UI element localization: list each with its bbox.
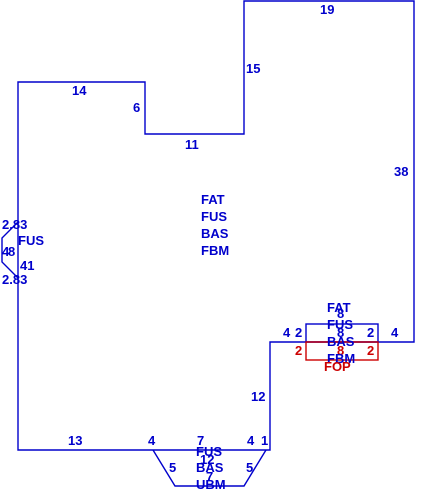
porch-area-label-3: BAS — [327, 334, 355, 349]
dim-bay-left-5: 5 — [169, 460, 176, 475]
dim-bay-1: 1 — [261, 433, 268, 448]
left-bay-outline — [1, 221, 19, 279]
dim-porch-right: 2 — [367, 343, 374, 358]
dim-left-8: 8 — [8, 244, 15, 259]
dim-top: 19 — [320, 2, 334, 17]
dim-porch-left: 2 — [295, 343, 302, 358]
dim-bay-12: 12 — [200, 452, 214, 467]
dim-notch-top-left: 4 — [283, 325, 291, 340]
dim-left-4: 4 — [2, 244, 10, 259]
dim-step-horizontal: 11 — [185, 137, 199, 152]
porch-name-label: FOP — [324, 359, 351, 374]
main-area-label-2: FUS — [201, 209, 227, 224]
dim-bottom-left: 13 — [68, 433, 82, 448]
dim-notch-right-2: 4 — [391, 325, 399, 340]
dim-notch-right-1: 2 — [367, 325, 374, 340]
dim-step-vertical: 6 — [133, 100, 140, 115]
dim-bay-left-4: 4 — [148, 433, 156, 448]
dim-inner-vertical: 12 — [251, 389, 265, 404]
bottom-bay-outline — [152, 449, 267, 487]
porch-area-label-2: FUS — [327, 317, 353, 332]
porch-area-label-1: FAT — [327, 300, 351, 315]
bottom-bay-label-3: UBM — [196, 477, 226, 490]
bottom-bay-label-1: FUS — [196, 444, 222, 459]
dim-bay-right-5: 5 — [246, 460, 253, 475]
dim-bay-right-4: 4 — [247, 433, 255, 448]
dim-upper-left-wall: 15 — [246, 61, 260, 76]
left-bay-label: FUS — [18, 233, 44, 248]
main-area-label-1: FAT — [201, 192, 225, 207]
dim-left-283-top: 2.83 — [2, 217, 27, 232]
bottom-bay-label-2: BAS — [196, 460, 224, 475]
porch-area-label-4: FBM — [327, 351, 355, 366]
main-area-label-3: BAS — [201, 226, 229, 241]
dim-porch-top-8: 8 — [337, 306, 344, 321]
main-outline — [17, 0, 415, 451]
dim-left-top: 14 — [72, 83, 87, 98]
dim-notch-top-mid: 2 — [295, 325, 302, 340]
dim-left-41: 41 — [20, 258, 34, 273]
porch-lower-box — [305, 341, 379, 361]
dim-porch-mid: 8 — [337, 343, 344, 358]
dim-bay-7: 7 — [197, 433, 204, 448]
dim-porch-top-8b: 8 — [337, 325, 344, 340]
dim-right-wall: 38 — [394, 164, 408, 179]
dim-left-283-bottom: 2.83 — [2, 272, 27, 287]
main-area-label-4: FBM — [201, 243, 229, 258]
dim-bay-7b: 7 — [206, 469, 213, 484]
